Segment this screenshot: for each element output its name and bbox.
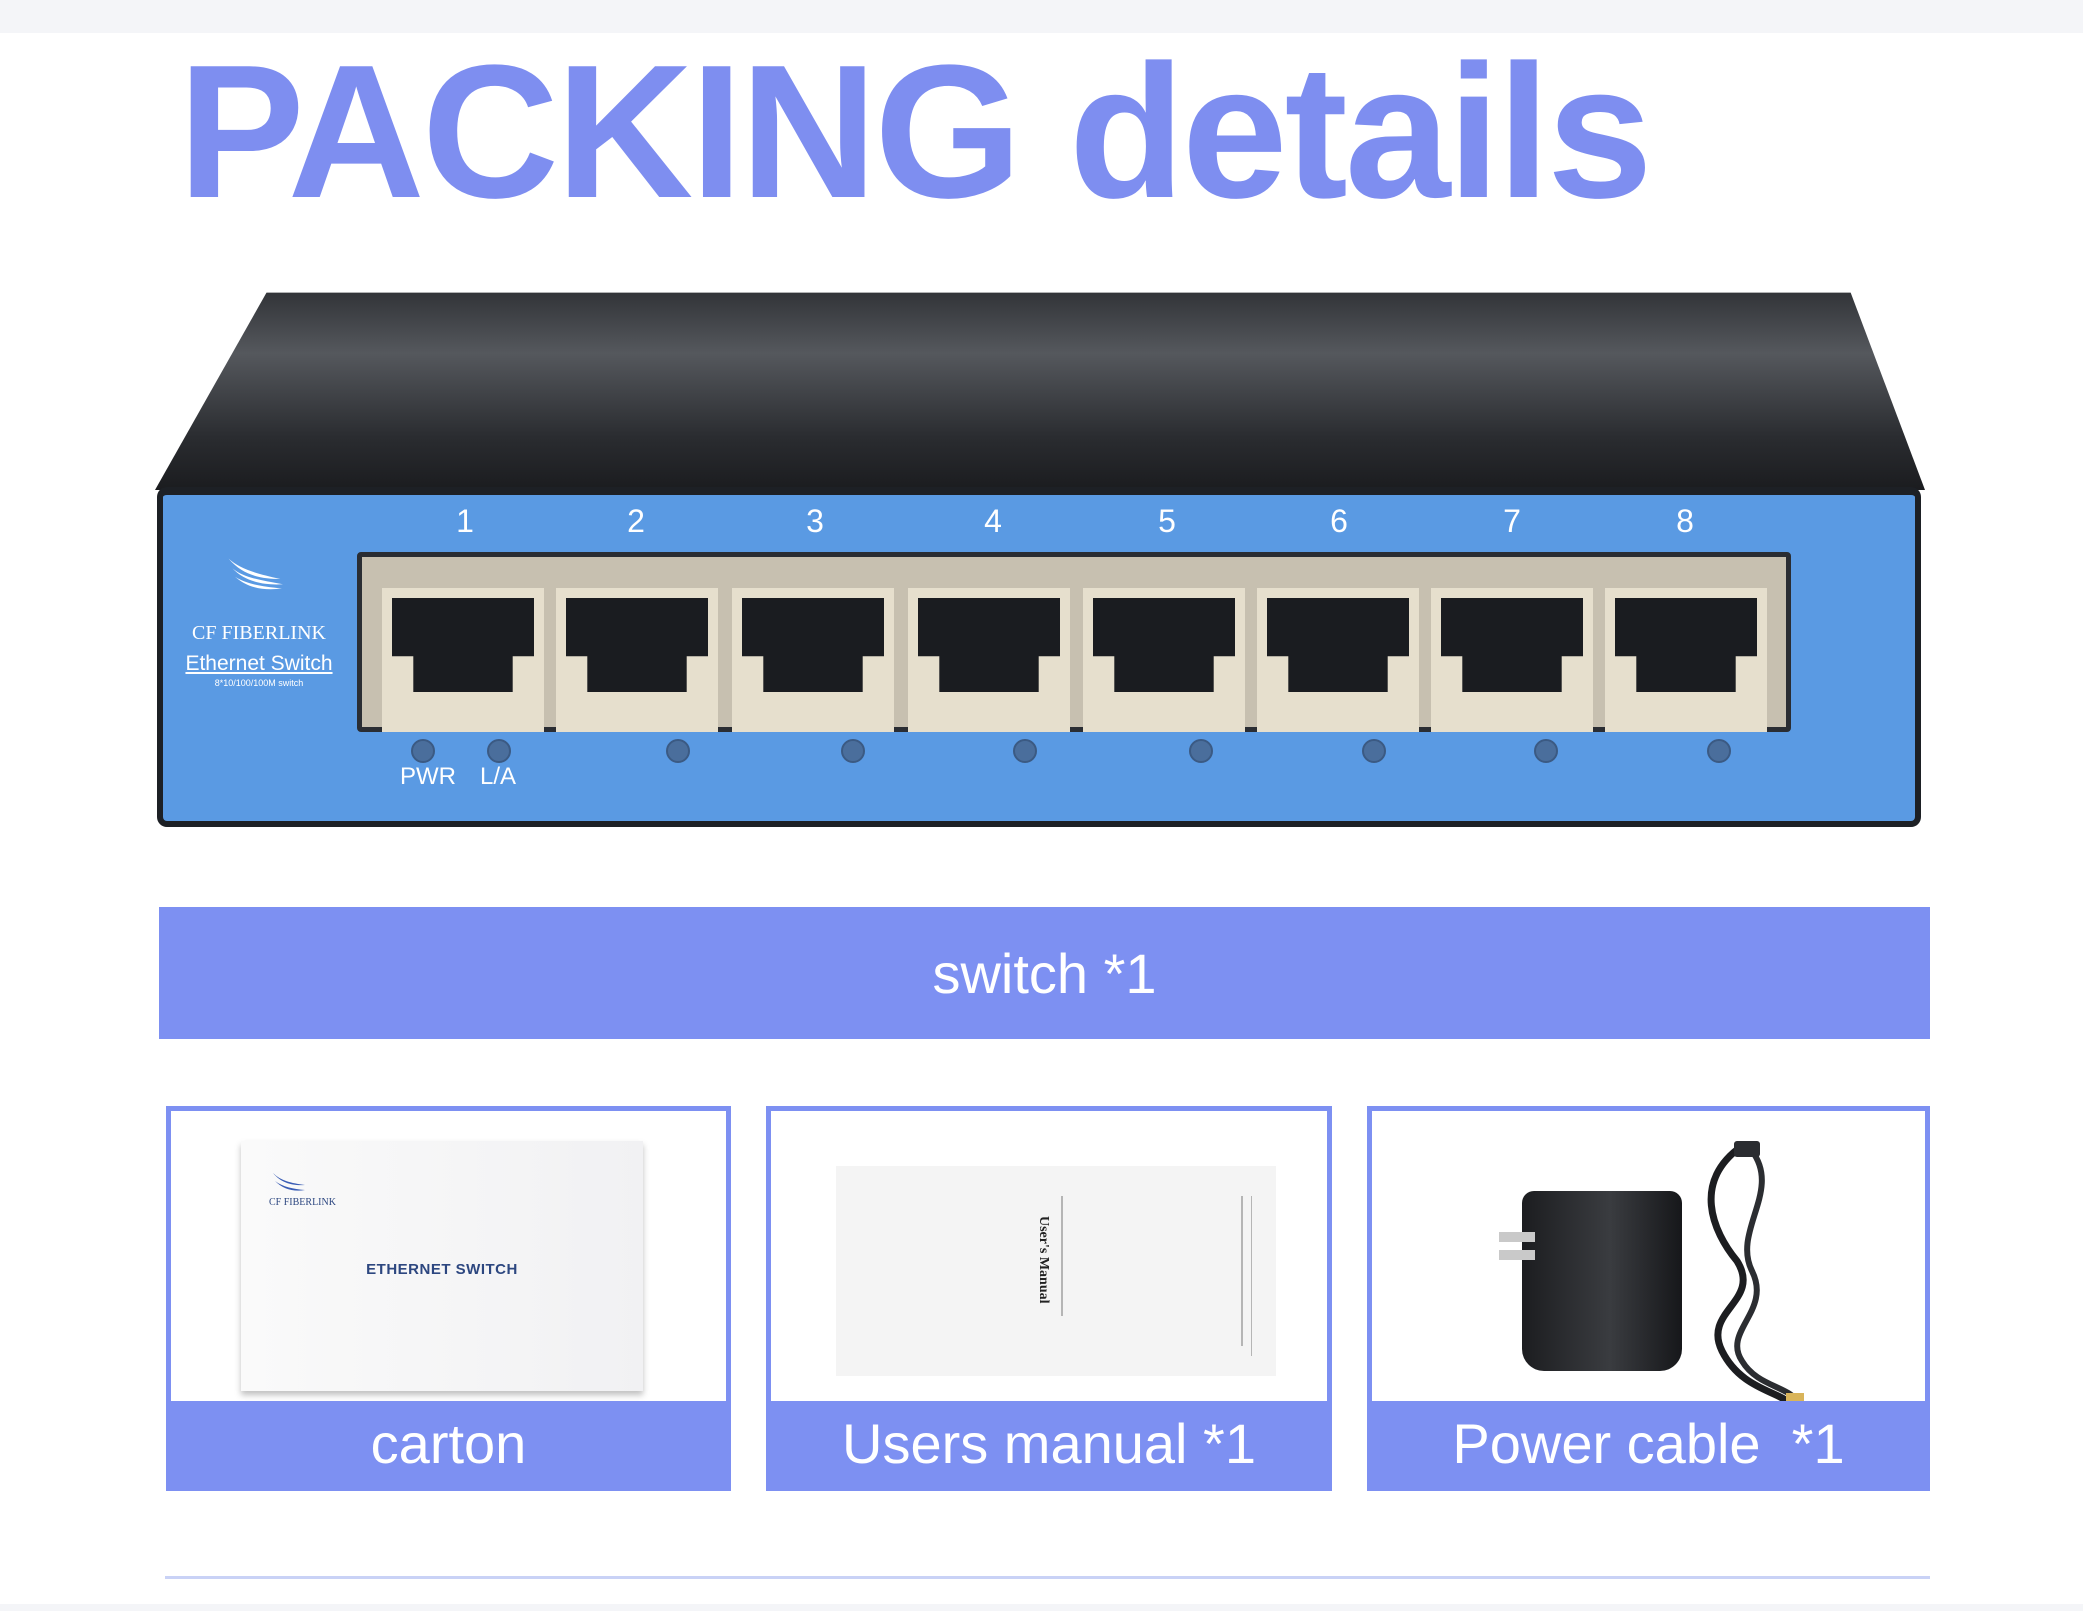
port-number: 7 — [1503, 503, 1521, 539]
led — [841, 739, 865, 763]
power-cable-icon — [1707, 1141, 1804, 1409]
led — [1013, 739, 1037, 763]
manual-card: User's Manual Users manual *1 — [766, 1106, 1332, 1491]
ethernet-port — [556, 588, 718, 732]
port-number: 6 — [1330, 503, 1348, 539]
port-number: 2 — [627, 503, 645, 539]
led — [1707, 739, 1731, 763]
ethernet-port — [1431, 588, 1593, 732]
led — [487, 739, 511, 763]
fiberlink-logo-icon — [228, 558, 283, 590]
ethernet-port — [1605, 588, 1767, 732]
manual-title: User's Manual — [1036, 1216, 1051, 1304]
product-name: Ethernet Switch — [185, 652, 333, 675]
brand-name: CF FIBERLINK — [192, 622, 326, 644]
switch-quantity-banner: switch *1 — [159, 907, 1930, 1039]
carton-label: carton — [171, 1401, 726, 1486]
carton-card: CF FIBERLINK ETHERNET SWITCH carton — [166, 1106, 731, 1491]
pwr-led — [411, 739, 435, 763]
port-number: 3 — [806, 503, 824, 539]
power-cable-card: Power cable *1 — [1367, 1106, 1930, 1491]
carton-text: ETHERNET SWITCH — [366, 1261, 518, 1278]
power-cable-label: Power cable *1 — [1372, 1401, 1925, 1486]
led — [1534, 739, 1558, 763]
led — [666, 739, 690, 763]
port-number: 5 — [1158, 503, 1176, 539]
ethernet-port — [732, 588, 894, 732]
led — [1189, 739, 1213, 763]
divider — [165, 1576, 1930, 1579]
port-number: 1 — [456, 503, 474, 539]
power-adapter-image — [1522, 1191, 1682, 1371]
product-spec: 8*10/100/100M switch — [214, 678, 304, 688]
carton-box-image: CF FIBERLINK ETHERNET SWITCH — [241, 1141, 643, 1391]
page-title: PACKING details — [178, 26, 1653, 238]
fiberlink-logo-icon — [273, 1173, 305, 1191]
switch-top-cover — [155, 292, 1925, 490]
ethernet-port — [908, 588, 1070, 732]
led — [1362, 739, 1386, 763]
port-number: 8 — [1676, 503, 1694, 539]
port-number: 4 — [984, 503, 1002, 539]
carton-brand: CF FIBERLINK — [269, 1197, 336, 1208]
pwr-label: PWR — [400, 763, 456, 790]
manual-label: Users manual *1 — [771, 1401, 1327, 1486]
ethernet-port — [382, 588, 544, 732]
users-manual-image: User's Manual — [836, 1166, 1276, 1376]
ethernet-port — [1083, 588, 1245, 732]
link-activity-label: L/A — [480, 763, 517, 790]
ethernet-port — [1257, 588, 1419, 732]
